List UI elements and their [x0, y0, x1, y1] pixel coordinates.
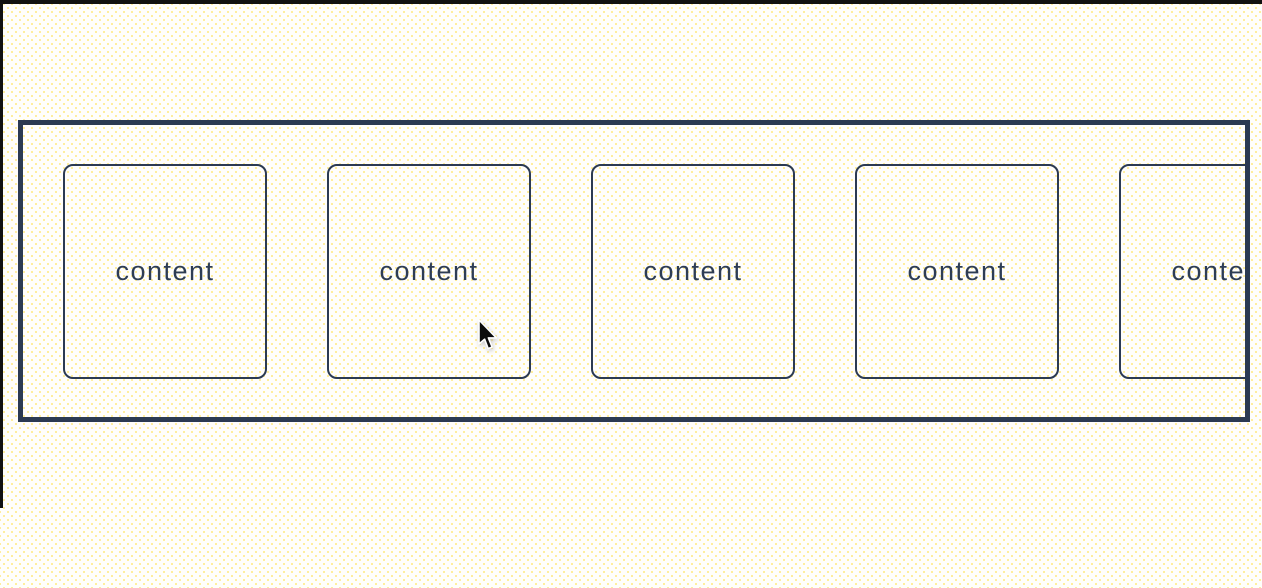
card-label: content [643, 255, 743, 286]
window-left-edge [0, 0, 3, 508]
content-card[interactable]: content [1119, 163, 1246, 379]
card-label: content [907, 255, 1007, 286]
window-top-edge [0, 0, 1262, 4]
horizontal-scroll-container[interactable]: content content content content content [18, 120, 1250, 422]
content-card[interactable]: content [855, 163, 1059, 379]
card-label: content [1171, 255, 1246, 286]
content-card[interactable]: content [63, 163, 267, 379]
content-card[interactable]: content [591, 163, 795, 379]
content-card[interactable]: content [327, 163, 531, 379]
card-label: content [115, 255, 215, 286]
card-label: content [379, 255, 479, 286]
